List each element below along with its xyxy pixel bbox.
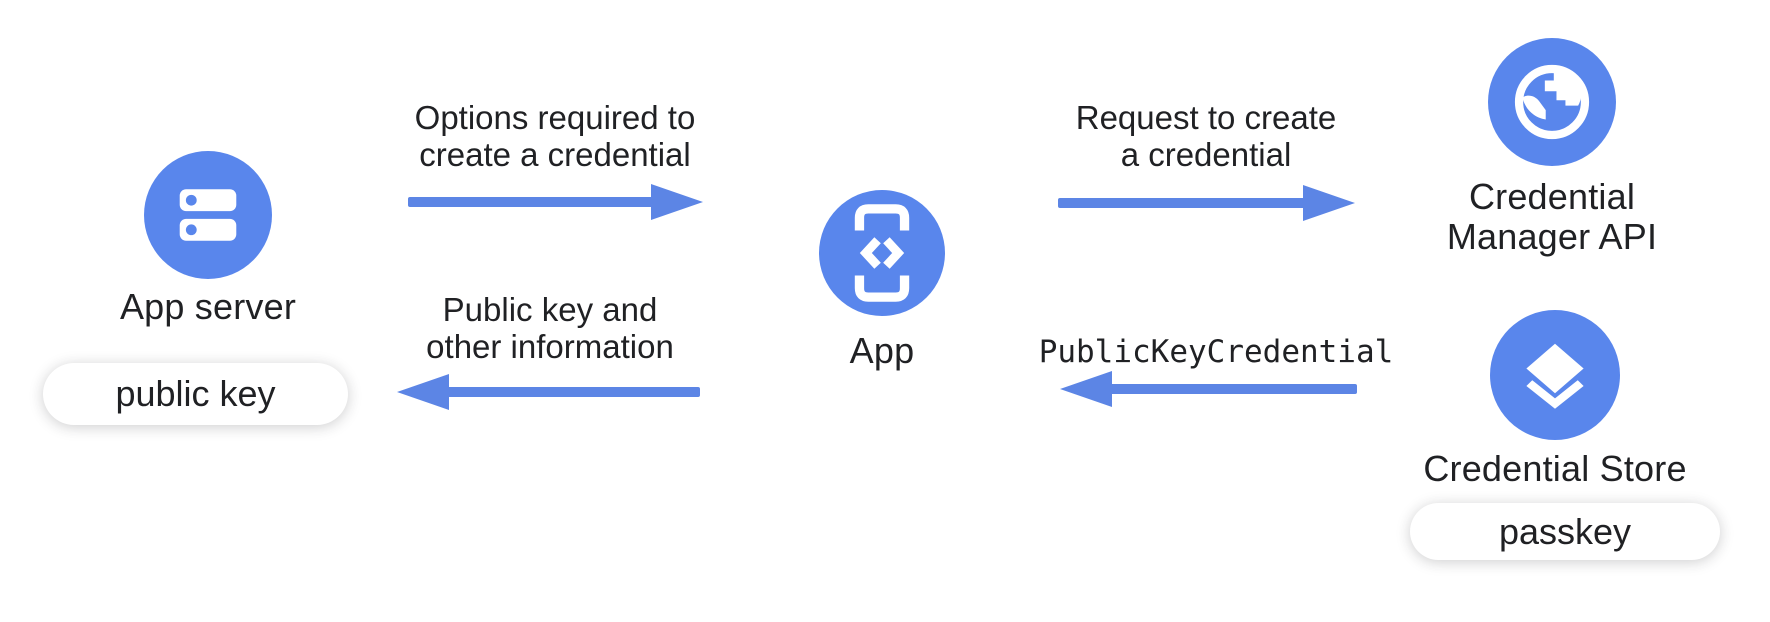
passkey-badge-text: passkey: [1498, 510, 1632, 552]
credential-manager-api-label: Credential Manager API: [1402, 177, 1702, 257]
app-server-label: App server: [119, 286, 297, 327]
public-key-info-arrow-left: [397, 374, 700, 410]
publickeycredential-arrow-label: PublicKeyCredential: [1038, 334, 1394, 370]
publickeycredential-arrow-left: [1060, 371, 1357, 407]
passkey-badge: passkey: [1410, 503, 1720, 560]
credential-manager-api-label-line2: Manager API: [1446, 216, 1658, 257]
credential-manager-api-label-line1: Credential: [1468, 176, 1636, 217]
app-server-circle: [144, 151, 272, 279]
credential-manager-api-circle: [1488, 38, 1616, 166]
public-key-info-label-line2: other information: [426, 328, 674, 365]
options-arrow-label-line2: create a credential: [419, 136, 691, 173]
request-create-arrow-right: [1058, 185, 1355, 221]
arrow-shaft: [1106, 384, 1357, 394]
public-key-info-arrow-label: Public key and other information: [395, 291, 705, 365]
arrow-shaft: [1058, 198, 1309, 208]
public-key-badge-text: public key: [115, 373, 276, 414]
credential-store-label: Credential Store: [1423, 448, 1687, 489]
options-arrow-label-line1: Options required to: [414, 99, 696, 136]
request-create-label-line2: a credential: [1120, 136, 1292, 173]
arrow-shaft: [408, 197, 657, 207]
request-create-label-line1: Request to create: [1075, 99, 1337, 136]
request-create-arrow-label: Request to create a credential: [1051, 99, 1361, 173]
arrow-head-right: [651, 184, 703, 220]
arrow-head-right: [1303, 185, 1355, 221]
credential-store-circle: [1490, 310, 1620, 440]
options-arrow-label: Options required to create a credential: [400, 99, 710, 173]
phone-code-icon: [854, 204, 910, 302]
public-key-badge: public key: [43, 363, 348, 425]
app-label: App: [849, 330, 915, 371]
options-arrow-right: [408, 184, 703, 220]
public-key-info-label-line1: Public key and: [442, 291, 658, 328]
globe-icon: [1514, 64, 1590, 140]
app-circle: [819, 190, 945, 316]
server-icon: [179, 189, 237, 241]
arrow-shaft: [443, 387, 700, 397]
arrow-head-left: [397, 374, 449, 410]
arrow-head-left: [1060, 371, 1112, 407]
layers-icon: [1526, 343, 1584, 409]
